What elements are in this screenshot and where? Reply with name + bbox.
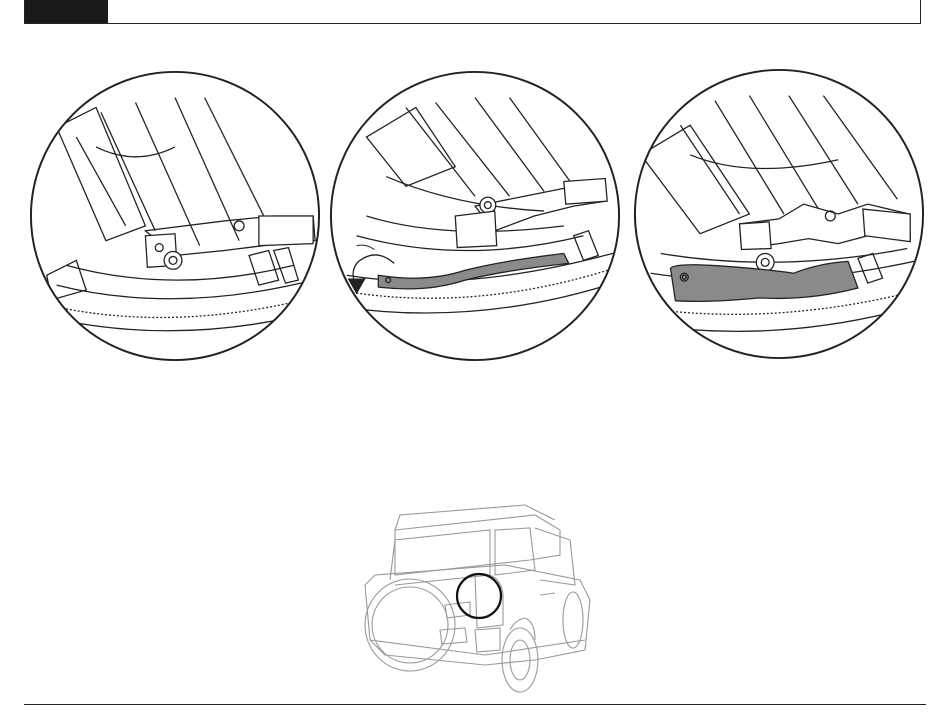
footer-rule [24,704,926,705]
detail-illustration-2 [327,68,623,364]
detail-illustration-1 [27,68,323,364]
page-header-bar [24,0,921,24]
detail-illustration-3 [631,66,927,362]
vehicle-overview-illustration [355,500,595,700]
section-tab [25,0,108,23]
